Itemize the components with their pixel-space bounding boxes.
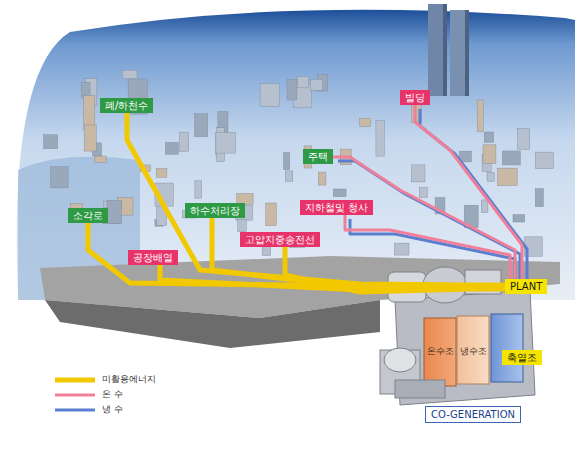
city-block (84, 125, 96, 151)
label-text: 하수처리장 (190, 204, 240, 217)
legend-sample (55, 378, 95, 383)
city-block (412, 165, 425, 182)
city-block (481, 200, 488, 213)
hot-water-pipe (415, 105, 522, 279)
label-text: 지하철및 청사 (305, 201, 368, 214)
city-block (107, 200, 121, 223)
plant-label: 축열조 (502, 350, 542, 365)
city-block (165, 142, 178, 154)
city-block (266, 203, 277, 226)
city-block (238, 219, 246, 231)
city-block (497, 168, 517, 185)
hot-water-pipe (333, 157, 515, 279)
facility-label: 하수처리장 (185, 203, 245, 218)
city-block (394, 243, 409, 255)
label-text: 축열조 (507, 351, 537, 364)
city-block (360, 118, 371, 126)
legend-text: 미활용에너지 (102, 374, 156, 385)
city-block (535, 189, 543, 207)
city-block (513, 214, 525, 222)
city-block (84, 95, 95, 129)
facility-label: 소각로 (68, 208, 108, 223)
cold-water-pipe (338, 161, 520, 283)
label-text: 고압지중송전선 (245, 233, 315, 246)
city-block (180, 132, 189, 151)
twin-towers (428, 4, 469, 96)
label-text: 소각로 (73, 209, 103, 222)
city-block (81, 82, 90, 97)
city-block (285, 171, 293, 181)
legend-text: 온 수 (102, 389, 123, 400)
label-text: 폐/하천수 (105, 99, 148, 112)
plant-label: CO-GENERATION (425, 406, 521, 423)
city-block (260, 84, 280, 107)
facility-label: 빌딩 (400, 90, 430, 105)
label-text: PLANT (510, 280, 542, 293)
city-block (194, 114, 207, 137)
city-blocks (44, 70, 554, 256)
facility-label: 지하철및 청사 (300, 200, 373, 215)
city-block (122, 70, 137, 79)
label-text: 주택 (308, 150, 328, 163)
city-block (297, 76, 308, 88)
city-block (487, 172, 494, 181)
city-block (483, 145, 496, 164)
city-block (376, 121, 384, 157)
city-block (310, 79, 322, 90)
city-block (419, 188, 427, 198)
legend-sample (55, 394, 95, 397)
terrain-side (45, 300, 380, 348)
label-text: 공장배열 (133, 251, 173, 264)
city-block (95, 156, 107, 162)
city-block (51, 167, 69, 188)
city-block (477, 100, 483, 131)
plant-label: PLANT (505, 279, 547, 294)
label-text: CO-GENERATION (431, 408, 515, 421)
city-block (287, 79, 297, 100)
city-block (195, 181, 202, 198)
facility-label: 고압지중송전선 (240, 232, 320, 247)
city-block (318, 172, 326, 185)
hot-water-pipe (345, 215, 510, 279)
facility-label: 공장배열 (128, 250, 178, 265)
city-block (484, 132, 493, 142)
city-block (535, 152, 553, 169)
city-block (333, 189, 346, 197)
city-block (44, 135, 58, 149)
city-block (518, 128, 530, 149)
city-block (156, 168, 167, 177)
city-block (216, 132, 236, 153)
facility-label: 폐/하천수 (100, 98, 153, 113)
label-text: 빌딩 (405, 91, 425, 104)
energy-pipe (285, 247, 505, 292)
energy-pipe (127, 113, 505, 285)
facility-label: 주택 (303, 149, 333, 164)
tank-label: 온수조 (427, 346, 454, 357)
legend-text: 냉 수 (102, 404, 123, 415)
sky-dome (17, 10, 575, 300)
city-block (284, 153, 290, 170)
tank-label: 냉수조 (460, 346, 487, 357)
legend-sample (55, 409, 95, 412)
city-block (502, 151, 520, 165)
